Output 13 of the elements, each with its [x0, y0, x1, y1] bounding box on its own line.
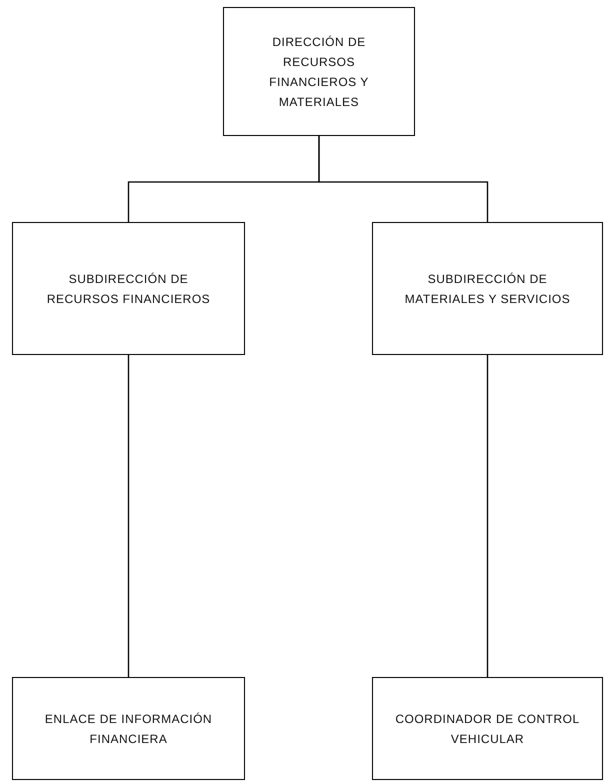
org-box — [223, 7, 415, 136]
org-box — [372, 222, 603, 355]
position-title: COORDINADOR DE CONTROL VEHICULAR — [394, 710, 581, 748]
org-box — [12, 222, 245, 355]
connector-line — [486, 355, 488, 677]
position-title: DIRECCIÓN DE RECURSOS FINANCIEROS Y MATERIALES — [268, 34, 370, 110]
connector-line — [128, 355, 130, 677]
org-box — [372, 677, 603, 780]
org-box — [12, 677, 245, 780]
position-title: ENLACE DE INFORMACIÓN FINANCIERA — [44, 710, 214, 748]
connector-line — [318, 136, 488, 222]
position-title: SUBDIRECCIÓN DE MATERIALES Y SERVICIOS — [404, 270, 572, 308]
position-title: SUBDIRECCIÓN DE RECURSOS FINANCIEROS — [46, 270, 212, 308]
